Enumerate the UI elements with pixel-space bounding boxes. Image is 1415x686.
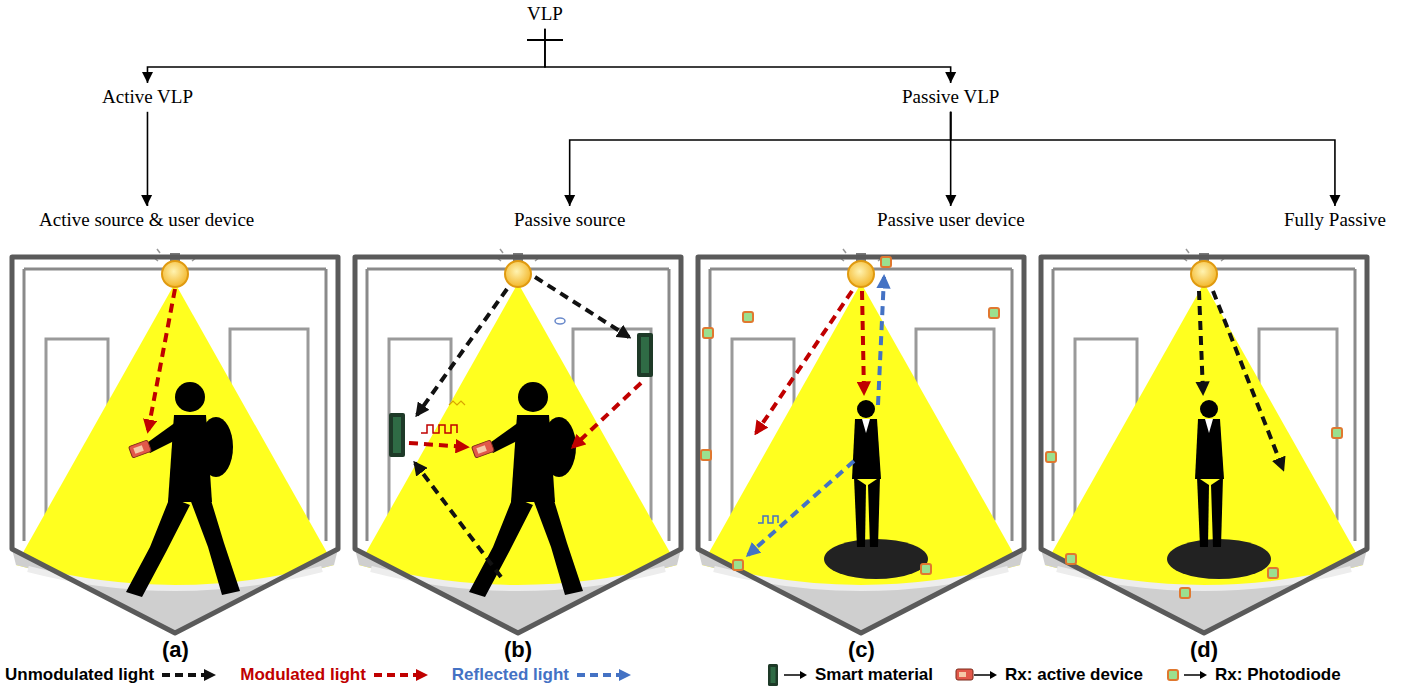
unmodulated-light-arrow bbox=[417, 289, 507, 415]
sensor bbox=[555, 318, 565, 324]
node-text: Passive source bbox=[514, 209, 625, 232]
tree-label: Passive user device bbox=[872, 207, 1030, 234]
photodiode bbox=[701, 450, 711, 460]
walking-person bbox=[469, 382, 583, 597]
room bbox=[698, 249, 1024, 633]
unmodulated-light-arrow bbox=[535, 277, 629, 337]
panel-label: (c) bbox=[848, 639, 875, 661]
legend: Unmodulated light Modulated light Reflecte… bbox=[5, 664, 1341, 686]
tree-arrow bbox=[951, 112, 1341, 206]
modulation-wave bbox=[449, 401, 465, 405]
photodiode bbox=[1046, 452, 1056, 462]
tree-label: Passive VLP bbox=[897, 84, 1004, 111]
legend-text: Smart material bbox=[815, 666, 933, 685]
legend-sample bbox=[1165, 664, 1209, 686]
legend-sample bbox=[575, 667, 633, 683]
photodiode bbox=[1268, 568, 1278, 578]
legend-item: Rx: Photodiode bbox=[1165, 664, 1341, 686]
tree-label: Fully Passive bbox=[1279, 207, 1391, 234]
walking-person bbox=[126, 382, 240, 597]
photodiode bbox=[703, 328, 713, 338]
panel-d bbox=[1041, 249, 1367, 633]
room bbox=[1041, 249, 1367, 633]
node-text: Passive user device bbox=[877, 209, 1025, 232]
legend-text: Reflected light bbox=[452, 666, 569, 685]
photodiode bbox=[1332, 428, 1342, 438]
legend-sample bbox=[765, 664, 809, 686]
tree-label: Passive source bbox=[509, 207, 630, 234]
panel-label: (a) bbox=[162, 639, 189, 661]
tree-label: Active VLP bbox=[97, 84, 198, 111]
modulation-wave bbox=[758, 516, 778, 523]
legend-text: Unmodulated light bbox=[5, 666, 154, 685]
panel-c bbox=[698, 249, 1024, 633]
photodiode bbox=[743, 312, 753, 322]
reflected-light-arrow bbox=[878, 277, 884, 405]
tree-arrow bbox=[142, 29, 545, 83]
legend-item: Modulated light bbox=[240, 666, 430, 685]
legend-sample bbox=[955, 664, 999, 686]
panel-label: (b) bbox=[504, 639, 532, 661]
unmodulated-light-arrow bbox=[1199, 291, 1203, 393]
legend-item: Smart material bbox=[765, 664, 933, 686]
photodiode bbox=[989, 308, 999, 318]
modulated-light-arrow bbox=[148, 289, 175, 431]
legend-item: Rx: active device bbox=[955, 664, 1143, 686]
unmodulated-light-arrow bbox=[1213, 291, 1283, 469]
unmodulated-light-arrow bbox=[415, 463, 501, 577]
modulated-light-arrow bbox=[409, 443, 467, 447]
tree-connectors bbox=[141, 29, 1340, 206]
node-text: Fully Passive bbox=[1284, 209, 1386, 232]
node-text: Passive VLP bbox=[902, 86, 999, 109]
room bbox=[355, 249, 681, 633]
legend-text: Rx: Photodiode bbox=[1215, 666, 1341, 685]
panel-b bbox=[355, 249, 681, 633]
tree-arrow bbox=[141, 112, 152, 206]
legend-sample bbox=[372, 667, 430, 683]
legend-text: Modulated light bbox=[240, 666, 366, 685]
node-text: Active source & user device bbox=[39, 209, 254, 232]
node-text: VLP bbox=[527, 3, 563, 26]
photodiode bbox=[921, 564, 931, 574]
standing-person bbox=[824, 400, 928, 579]
tree-arrow bbox=[545, 29, 956, 83]
panel-label: (d) bbox=[1190, 639, 1218, 661]
modulated-light-arrow bbox=[756, 291, 852, 433]
reflected-light-arrow bbox=[748, 461, 854, 555]
legend-item: Unmodulated light bbox=[5, 666, 218, 685]
modulation-wave bbox=[421, 425, 457, 433]
legend-text: Rx: active device bbox=[1005, 666, 1143, 685]
photodiode bbox=[733, 560, 743, 570]
modulated-light-arrow bbox=[862, 291, 864, 393]
legend-sample bbox=[160, 667, 218, 683]
tree-arrow bbox=[564, 112, 950, 206]
panel-a bbox=[12, 249, 338, 633]
photodiode bbox=[881, 257, 891, 267]
photodiode bbox=[1180, 588, 1190, 598]
tree-label: Active source & user device bbox=[34, 207, 259, 234]
standing-person bbox=[1167, 400, 1271, 579]
phone bbox=[472, 440, 495, 458]
legend-item: Reflected light bbox=[452, 666, 633, 685]
phone bbox=[129, 440, 152, 458]
node-text: Active VLP bbox=[102, 86, 193, 109]
photodiode bbox=[1066, 554, 1076, 564]
tree-label: VLP bbox=[522, 1, 568, 28]
modulated-light-arrow bbox=[573, 383, 641, 447]
smart-material bbox=[389, 413, 405, 457]
smart-material bbox=[637, 333, 653, 377]
room bbox=[12, 249, 338, 633]
